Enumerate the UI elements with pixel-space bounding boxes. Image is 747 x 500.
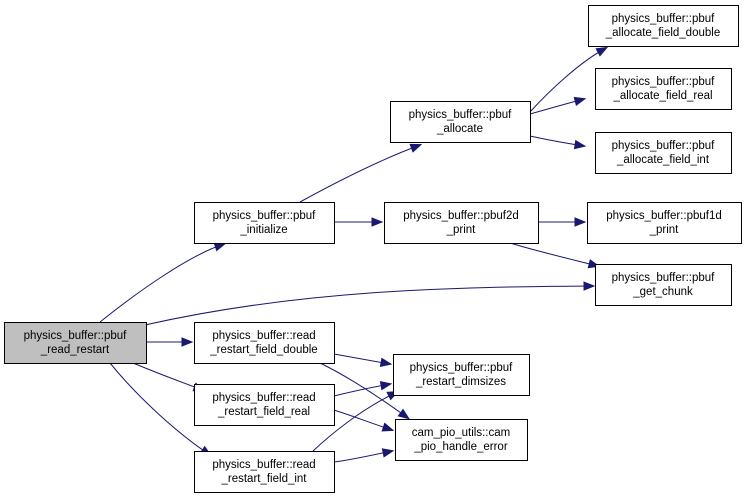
node-allocate-field-real[interactable]: physics_buffer::pbuf_allocate_field_real: [595, 68, 732, 110]
node-label-line-2: _pio_handle_error: [413, 441, 508, 453]
edge-allocate-to-allocate_field_real: [529, 96, 587, 115]
node-label-line-2: _allocate_field_int: [616, 154, 710, 166]
node-handle-error[interactable]: cam_pio_utils::cam_pio_handle_error: [395, 419, 528, 461]
node-box: [393, 354, 530, 396]
node-allocate-field-double[interactable]: physics_buffer::pbuf_allocate_field_doub…: [588, 5, 739, 47]
arrowhead-icon: [379, 381, 393, 391]
edge-line: [312, 391, 398, 452]
arrowhead-icon: [371, 217, 384, 227]
node-box: [384, 202, 539, 244]
node-get-chunk[interactable]: physics_buffer::pbuf_get_chunk: [595, 264, 732, 306]
node-label-line-1: physics_buffer::pbuf: [612, 140, 716, 152]
edge-read_restart_field_int-to-handle_error: [333, 448, 395, 463]
node-label-line-2: _restart_dimsizes: [415, 376, 506, 388]
edge-read_restart_field_real-to-restart_dimsizes: [333, 381, 393, 397]
node-read-restart-field-real[interactable]: physics_buffer::read_restart_field_real: [194, 384, 335, 426]
node-allocate[interactable]: physics_buffer::pbuf_allocate: [390, 101, 531, 143]
arrowhead-icon: [595, 46, 609, 57]
arrowhead-icon: [213, 242, 227, 252]
edge-line: [99, 243, 225, 323]
node-label-line-1: physics_buffer::pbuf: [24, 330, 128, 342]
node-label-line-2: _initialize: [239, 224, 287, 236]
node-box: [390, 101, 531, 143]
arrowhead-icon: [181, 337, 194, 347]
node-box: [395, 419, 528, 461]
node-label-line-1: physics_buffer::pbuf: [612, 76, 716, 88]
edge-read_restart_field_double-to-restart_dimsizes: [333, 353, 393, 367]
node-box: [595, 132, 732, 174]
edge-line: [529, 47, 607, 113]
edge-line: [509, 242, 599, 267]
edge-allocate-to-allocate_field_double: [529, 46, 609, 113]
node-box: [587, 202, 742, 244]
node-label-line-1: physics_buffer::read: [212, 330, 315, 342]
node-box: [194, 384, 335, 426]
node-label-line-1: physics_buffer::pbuf1d: [606, 210, 722, 222]
node-label-line-1: physics_buffer::pbuf2d: [403, 210, 519, 222]
node-label-line-1: physics_buffer::read: [212, 392, 315, 404]
node-read-restart-field-int[interactable]: physics_buffer::read_restart_field_int: [194, 451, 335, 493]
node-label-line-2: _print: [649, 224, 680, 236]
edge-line: [109, 362, 211, 456]
node-label-line-2: _restart_field_real: [217, 406, 310, 418]
edge-line: [299, 144, 421, 203]
node-read-restart[interactable]: physics_buffer::pbuf_read_restart: [4, 322, 147, 364]
edge-line: [132, 362, 204, 391]
node-initialize[interactable]: physics_buffer::pbuf_initialize: [194, 202, 335, 244]
node-box: [194, 322, 335, 364]
edge-read_restart-to-read_restart_field_real: [132, 362, 206, 392]
node-label-line-1: cam_pio_utils::cam: [412, 427, 510, 439]
edge-read_restart-to-read_restart_field_double: [145, 337, 194, 347]
node-box: [595, 264, 732, 306]
edge-initialize-to-pbuf2d_print: [334, 217, 384, 227]
edge-initialize-to-allocate: [299, 143, 423, 203]
node-label-line-1: physics_buffer::pbuf: [612, 272, 716, 284]
edge-allocate-to-allocate_field_int: [529, 135, 587, 150]
node-box: [595, 68, 732, 110]
node-label-line-2: _restart_field_int: [220, 473, 307, 485]
arrowhead-icon: [583, 281, 596, 291]
edge-pbuf2d_print-to-pbuf1d_print: [538, 217, 587, 227]
edge-read_restart_field_double-to-handle_error: [319, 362, 410, 420]
node-label-line-2: _get_chunk: [632, 286, 693, 298]
node-label-line-2: _allocate_field_real: [612, 90, 712, 102]
node-label-line-2: _read_restart: [40, 344, 110, 356]
node-label-line-2: _allocate_field_double: [605, 27, 720, 39]
node-label-line-2: _print: [446, 224, 477, 236]
arrowhead-icon: [573, 96, 587, 107]
arrowhead-icon: [574, 217, 587, 227]
node-restart-dimsizes[interactable]: physics_buffer::pbuf_restart_dimsizes: [393, 354, 530, 396]
arrowhead-icon: [381, 422, 395, 432]
node-label-line-1: physics_buffer::pbuf: [409, 109, 513, 121]
edge-line: [144, 285, 594, 326]
node-box: [4, 322, 147, 364]
arrowhead-icon: [573, 139, 587, 150]
node-read-restart-field-double[interactable]: physics_buffer::read_restart_field_doubl…: [194, 322, 335, 364]
node-label-line-2: _allocate: [436, 123, 483, 135]
node-box: [588, 5, 739, 47]
edge-read_restart-to-initialize: [99, 242, 227, 323]
nodes-layer: physics_buffer::pbuf_read_restartphysics…: [4, 5, 742, 493]
node-box: [194, 202, 335, 244]
arrowhead-icon: [381, 448, 395, 458]
node-label-line-1: physics_buffer::pbuf: [612, 13, 716, 25]
node-label-line-2: _restart_field_double: [209, 344, 317, 356]
arrowhead-icon: [409, 143, 423, 153]
edge-read_restart-to-get_chunk: [144, 281, 596, 326]
node-pbuf2d-print[interactable]: physics_buffer::pbuf2d_print: [384, 202, 539, 244]
node-pbuf1d-print[interactable]: physics_buffer::pbuf1d_print: [587, 202, 742, 244]
arrowhead-icon: [397, 408, 410, 420]
node-label-line-1: physics_buffer::read: [212, 459, 315, 471]
node-allocate-field-int[interactable]: physics_buffer::pbuf_allocate_field_int: [595, 132, 732, 174]
arrowhead-icon: [379, 357, 393, 367]
node-box: [194, 451, 335, 493]
edge-pbuf2d_print-to-get_chunk: [509, 242, 601, 269]
node-label-line-1: physics_buffer::pbuf: [410, 362, 514, 374]
node-label-line-1: physics_buffer::pbuf: [213, 210, 317, 222]
edge-read_restart_field_real-to-handle_error: [333, 409, 395, 432]
